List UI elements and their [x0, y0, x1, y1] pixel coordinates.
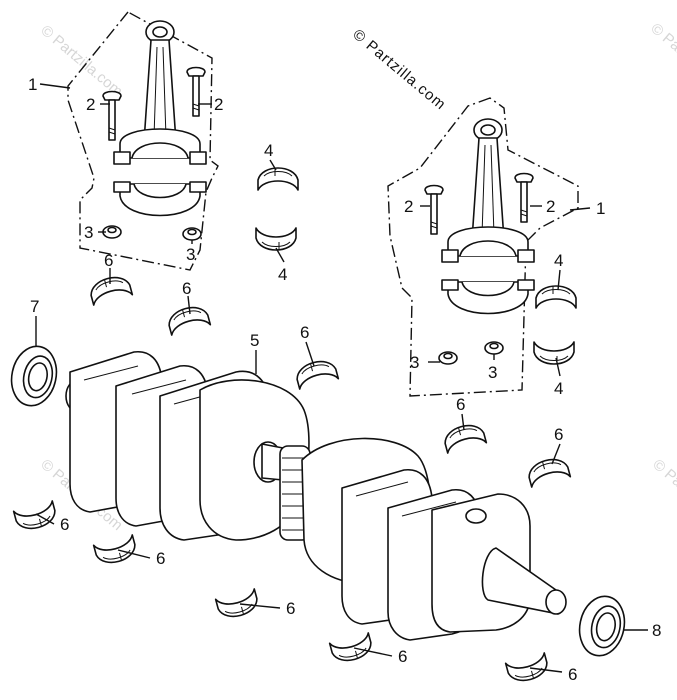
main-bearing-2: [165, 302, 212, 336]
callout-rod-bearing-right-upper: 4: [554, 251, 563, 270]
callout-seal-left: 7: [30, 297, 39, 316]
callout-main-bearing-10: 6: [568, 665, 577, 684]
rod-bearing-right-lower: [533, 341, 575, 365]
callout-nut-right-b: 3: [488, 363, 497, 382]
connecting-rod-left: [113, 20, 207, 217]
callout-main-bearing-2: 6: [182, 279, 191, 298]
callout-main-bearing-7: 6: [156, 549, 165, 568]
callout-nut-right-a: 3: [410, 353, 419, 372]
rod-assembly-right: [387, 97, 579, 397]
callout-main-bearing-9: 6: [398, 647, 407, 666]
callout-nut-left-a: 3: [84, 223, 93, 242]
rod-nut-right-a: [438, 351, 458, 365]
callout-rod-right: 1: [596, 199, 605, 218]
callout-rod-bearing-left-upper: 4: [264, 141, 273, 160]
callout-main-bearing-8: 6: [286, 599, 295, 618]
rod-bearing-right-upper: [535, 285, 577, 309]
rod-group-outline-right: [387, 97, 579, 397]
callout-main-bearing-3: 6: [300, 323, 309, 342]
callout-nut-left-b: 3: [186, 245, 195, 264]
main-bearing-3: [293, 356, 340, 390]
main-bearing-7: [92, 534, 139, 568]
main-bearing-6: [12, 500, 59, 534]
watermark-faint-top-right: © Partzilla.com: [647, 20, 677, 98]
oil-seal-right: [573, 591, 631, 661]
watermark-faint-top-left: © Partzilla.com: [37, 22, 125, 100]
callout-main-bearing-5: 6: [554, 425, 563, 444]
callout-rod-bearing-left-lower: 4: [278, 265, 287, 284]
rod-bearing-left-lower: [255, 227, 297, 251]
callout-crankshaft: 5: [250, 331, 259, 350]
main-bearing-5: [525, 454, 572, 488]
callout-bolt-right-b: 2: [546, 197, 555, 216]
callout-main-bearing-4: 6: [456, 395, 465, 414]
rod-bolt-left-b: [186, 66, 206, 117]
callout-seal-right: 8: [652, 621, 661, 640]
callout-bolt-left-b: 2: [214, 95, 223, 114]
callout-rod-left: 1: [28, 75, 37, 94]
crankshaft: [65, 351, 567, 641]
rod-group-outline-left: [67, 11, 219, 271]
watermark-faint-mid-right: © Partzilla.com: [649, 456, 677, 534]
watermark-main: © Partzilla.com: [349, 26, 449, 114]
rod-bearing-left-upper: [257, 167, 299, 191]
rod-bolt-right-a: [424, 184, 444, 235]
rod-nut-right-b: [484, 341, 504, 355]
callout-bolt-right-a: 2: [404, 197, 413, 216]
oil-seal-left: [5, 341, 63, 411]
rod-nut-left-b: [182, 227, 202, 241]
rod-bolt-left-a: [102, 90, 122, 141]
callout-main-bearing-6: 6: [60, 515, 69, 534]
main-bearing-10: [504, 652, 551, 686]
main-bearing-9: [328, 632, 375, 666]
rod-assembly-left: [67, 11, 219, 271]
leader-lines: [35, 83, 648, 673]
callout-rod-bearing-right-lower: 4: [554, 379, 563, 398]
callout-bolt-left-a: 2: [86, 95, 95, 114]
rod-bolt-right-b: [514, 172, 534, 223]
callout-main-bearing-1: 6: [104, 251, 113, 270]
callout-labels: 1 2 2 3 3 4 4 6 6 6 5 7 6 6 6 6 6 1 2 2 …: [28, 75, 661, 684]
